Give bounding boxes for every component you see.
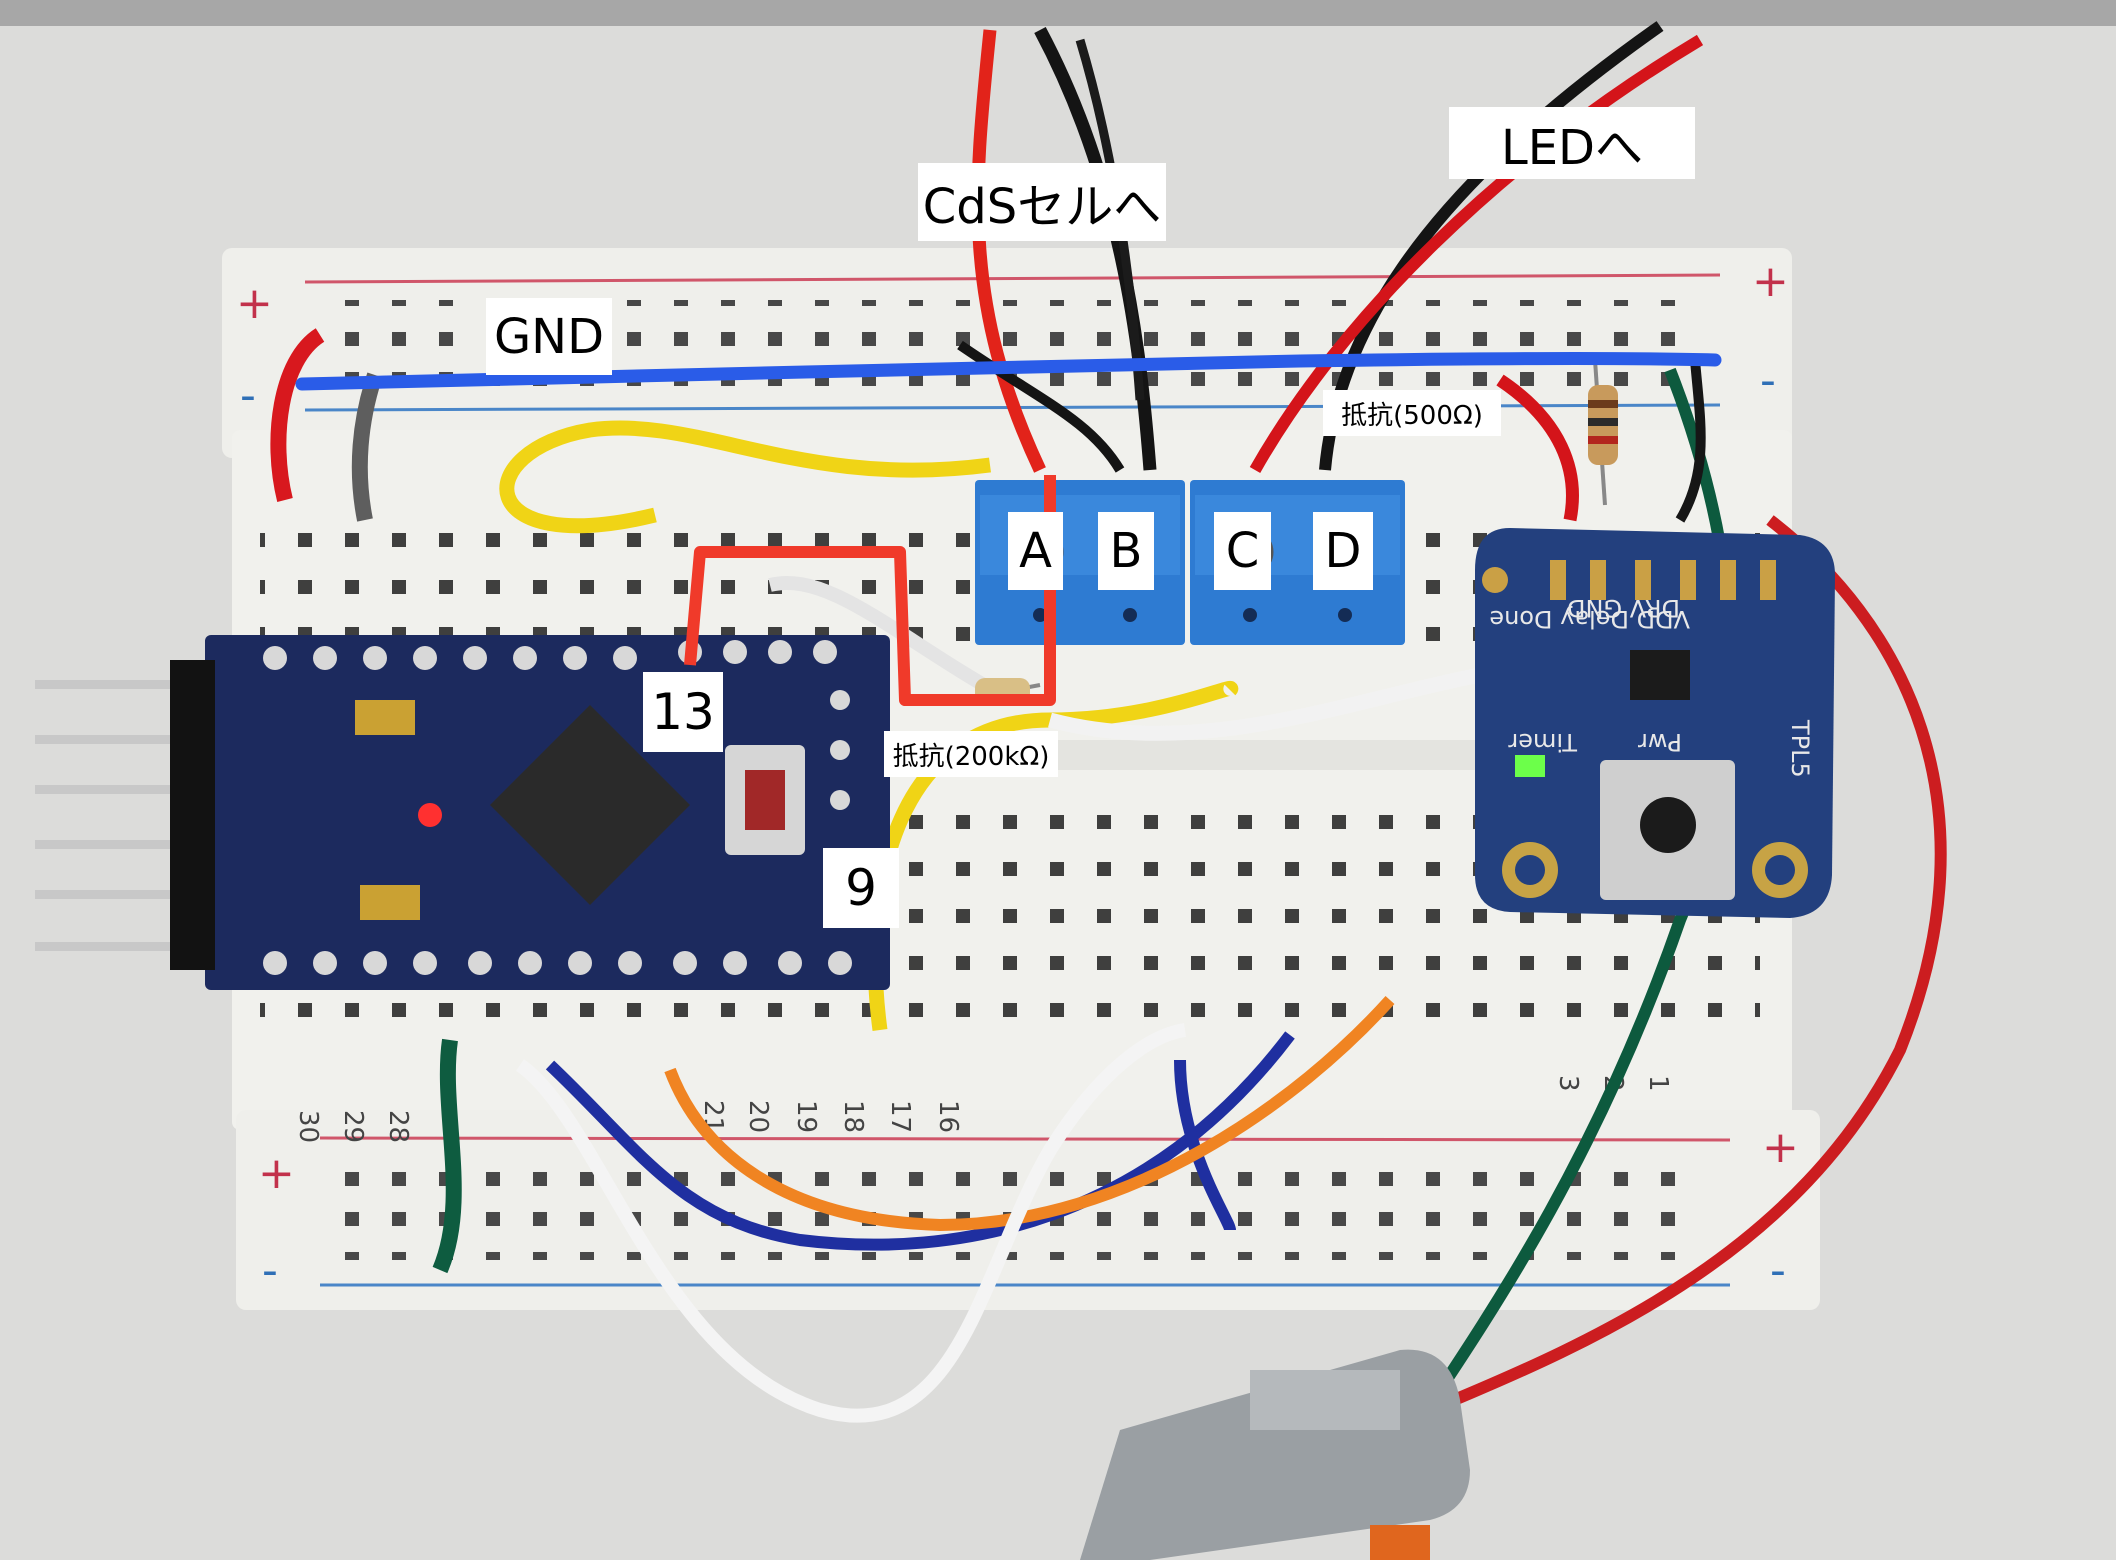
- led-label: LEDへ: [1449, 107, 1695, 179]
- pin-13-label: 13: [643, 672, 723, 752]
- rail-plus-top-right: +: [1752, 256, 1789, 307]
- svg-text:1: 1: [1643, 1075, 1673, 1092]
- rail-minus-top-left: -: [240, 370, 256, 421]
- timer-timer-label: Timer: [1508, 728, 1578, 756]
- svg-text:19: 19: [791, 1100, 821, 1133]
- highlight-box-annotation: [684, 475, 1056, 706]
- rail-plus-top-left: +: [236, 278, 273, 329]
- svg-text:16: 16: [933, 1100, 963, 1133]
- svg-text:3: 3: [1553, 1075, 1583, 1092]
- timer-title-label: TPL5: [1786, 719, 1814, 778]
- terminal-c-label: C: [1214, 512, 1271, 590]
- resistor-500: [1588, 359, 1618, 506]
- svg-text:29: 29: [338, 1110, 368, 1143]
- yellow-wire-top: [499, 420, 991, 534]
- gnd-label: GND: [486, 298, 612, 375]
- terminal-d-label: D: [1313, 512, 1373, 590]
- blue-wire: [545, 1031, 1295, 1251]
- gnd-line-annotation: [295, 352, 1722, 391]
- resistor-500-label: 抵抗(500Ω): [1323, 390, 1501, 436]
- top-bar: [0, 0, 2116, 26]
- rail-minus-bottom-right: -: [1770, 1245, 1786, 1296]
- orange-wire: [664, 995, 1395, 1232]
- svg-text:17: 17: [885, 1100, 915, 1133]
- pin-9-label: 9: [823, 848, 899, 928]
- svg-text:30: 30: [293, 1110, 323, 1143]
- timer-pwr-label: Pwr: [1638, 728, 1682, 756]
- white-wire-timer: [1048, 667, 1482, 741]
- resistor-200k-label: 抵抗(200kΩ): [884, 731, 1058, 777]
- white-wire-bottom: [515, 1023, 1187, 1423]
- svg-text:18: 18: [838, 1100, 868, 1133]
- led-red-wire: [1249, 34, 1704, 473]
- rail-minus-bottom-left: -: [262, 1245, 278, 1296]
- svg-text:28: 28: [383, 1110, 413, 1143]
- terminal-b-label: B: [1098, 512, 1154, 590]
- rail-minus-top-right: -: [1760, 355, 1776, 406]
- terminal-a-label: A: [1008, 512, 1063, 590]
- cds-label: CdSセルへ: [918, 163, 1166, 241]
- connector: [1080, 1349, 1470, 1560]
- timer-drv-label: DRV GND: [1567, 594, 1680, 622]
- tpl5110-board: DRV GND VDD Delay Done Timer Pwr TPL5: [1475, 528, 1835, 918]
- cds-red-wire: [971, 29, 1046, 473]
- red-wire-right: [1427, 515, 1947, 1416]
- svg-text:20: 20: [743, 1100, 773, 1133]
- timer-delay-label: VDD Delay Done: [1489, 605, 1690, 633]
- rail-plus-bottom-right: +: [1762, 1122, 1799, 1173]
- rail-plus-bottom-left: +: [258, 1148, 295, 1199]
